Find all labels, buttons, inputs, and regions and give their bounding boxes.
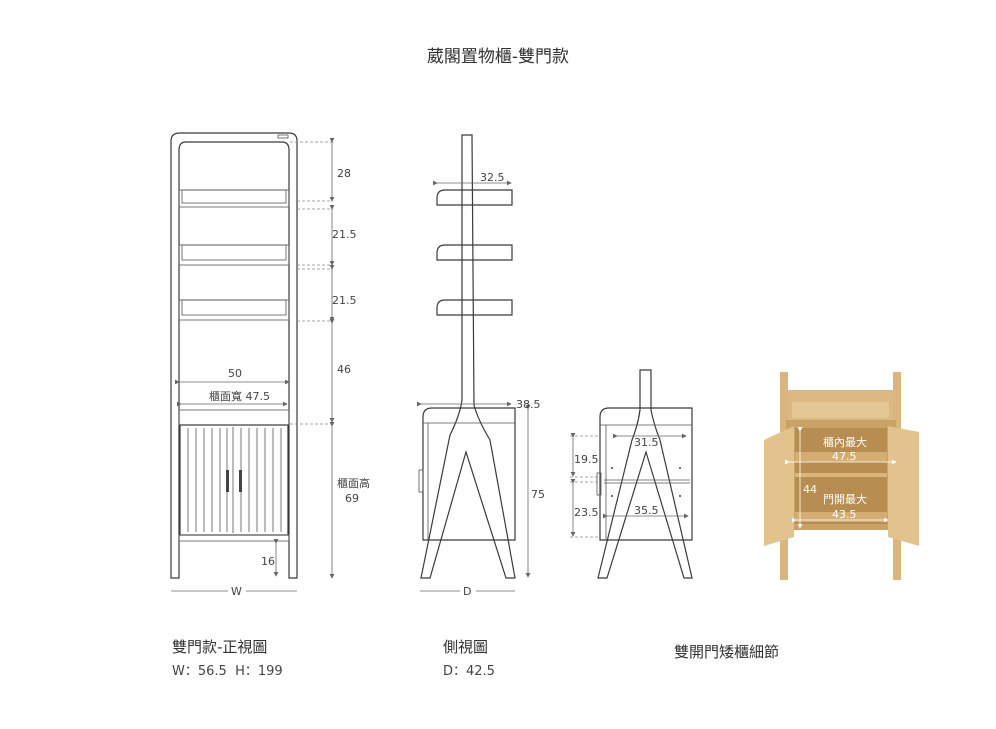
side-caption: 側視圖 <box>443 638 489 656</box>
dim-lower-depth: 35.5 <box>634 504 659 517</box>
dim-lower: 23.5 <box>574 506 599 519</box>
side-spec: D：42.5 <box>443 664 495 679</box>
detail-caption: 雙開門矮櫃細節 <box>674 643 780 661</box>
door-handle-left <box>226 470 229 492</box>
door-handle-right <box>239 470 242 492</box>
right-door <box>888 426 919 546</box>
dim-shelf2: 21.5 <box>332 294 357 307</box>
photo-inner: 47.5 <box>832 450 857 463</box>
axis-d: D <box>463 585 471 598</box>
dim-leg: 16 <box>261 555 275 568</box>
dim-cabinet: 69 <box>345 492 359 505</box>
dim-cabinet-label: 櫃面高 <box>337 476 370 490</box>
dim-shelf-depth: 32.5 <box>480 171 505 184</box>
cabinet-photo: 櫃內最大 47.5 44 門開最大 43.5 <box>764 372 919 580</box>
dim-upper-depth: 31.5 <box>634 436 659 449</box>
detail-section: 19.5 23.5 31.5 35.5 <box>570 369 693 579</box>
dim-cabinet-height: 75 <box>531 488 545 501</box>
page-title: 葳閣置物櫃-雙門款 <box>426 47 570 67</box>
photo-door-label: 門開最大 <box>823 492 867 506</box>
side-view: 32.5 38.5 75 D <box>417 134 545 598</box>
photo-door: 43.5 <box>832 508 857 521</box>
dim-width: 50 <box>228 367 242 380</box>
dim-top-width: 櫃面寬 47.5 <box>209 389 270 403</box>
front-view: 28 21.5 21.5 46 櫃面高 69 50 櫃面寬 47.5 16 W <box>170 132 370 598</box>
front-caption: 雙門款-正視圖 <box>172 638 268 656</box>
dim-shelf1: 21.5 <box>332 228 357 241</box>
axis-w: W <box>231 585 242 598</box>
photo-height: 44 <box>803 483 817 496</box>
front-spec: W：56.5 H：199 <box>172 664 283 679</box>
dim-upper: 19.5 <box>574 453 599 466</box>
dim-middle: 46 <box>337 363 351 376</box>
left-door <box>764 426 794 546</box>
photo-inner-label: 櫃內最大 <box>823 435 867 449</box>
dim-top: 28 <box>337 167 351 180</box>
dim-cabinet-depth: 38.5 <box>516 398 541 411</box>
